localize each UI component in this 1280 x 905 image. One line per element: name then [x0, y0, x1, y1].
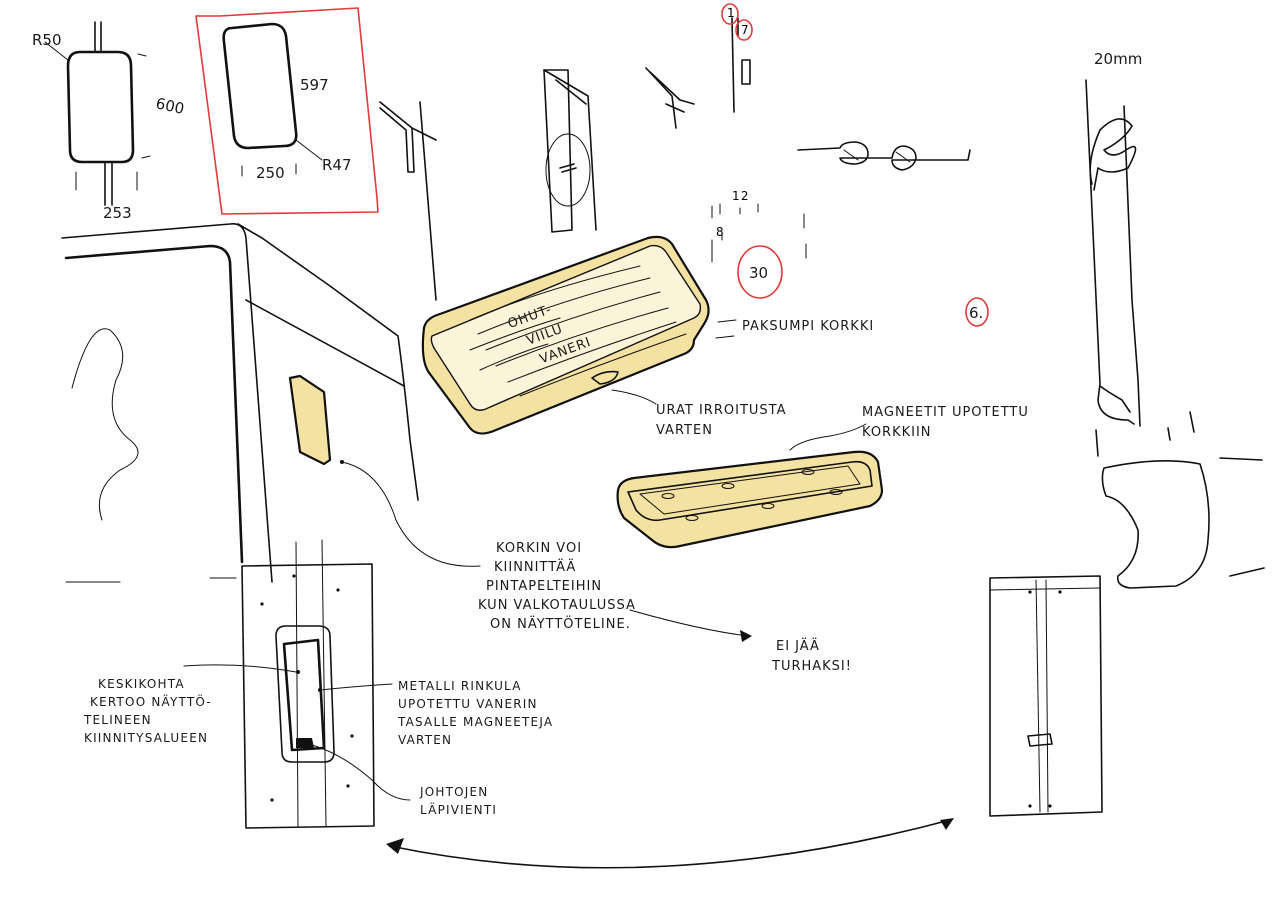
inner-width-label: 250 — [256, 164, 285, 182]
magnet-tray — [616, 423, 884, 549]
cap-attach-leader — [341, 461, 481, 567]
not-useless-note: EI JÄÄ TURHAKSI! — [771, 638, 852, 674]
grooves-line-1: URAT IRROITUSTA — [656, 403, 786, 418]
detail-30-label: 30 — [749, 264, 768, 282]
back-panel — [989, 575, 1103, 817]
detail-8-label: 8 — [716, 225, 725, 239]
swap-arrow — [386, 818, 954, 869]
cap-attach-line-2: KIINNITTÄÄ — [494, 559, 576, 575]
center-point-line-1: KESKIKOHTA — [98, 677, 185, 691]
metal-ring-line-3: TASALLE MAGNEETEJA — [397, 715, 553, 729]
cap-attach-line-3: PINTAPELTEIHIN — [486, 579, 602, 594]
cap-attach-line-5: ON NÄYTTÖTELINE. — [490, 615, 631, 632]
outer-width-label: 253 — [103, 204, 132, 222]
center-point-line-4: KIINNITYSALUEEN — [84, 731, 208, 745]
center-point-note: KESKIKOHTA KERTOO NÄYTTÖ- TELINEEN KIINN… — [83, 677, 212, 745]
not-useless-line-2: TURHAKSI! — [771, 659, 852, 674]
wall-profile: 20mm — [1085, 50, 1265, 589]
grooves-line-2: VARTEN — [656, 423, 713, 438]
inner-height-label: 597 — [300, 76, 329, 94]
cap-attach-line-1: KORKIN VOI — [496, 541, 582, 556]
cable-pass-line-1: JOHTOJEN — [419, 785, 488, 799]
inner-radius-label: R47 — [322, 156, 352, 174]
cable-pass-note: JOHTOJEN LÄPIVIENTI — [419, 785, 497, 817]
plywood-panel — [183, 539, 411, 829]
profile-sketches: 1 7 12 8 30 6. — [379, 3, 989, 327]
thicker-cap-label: PAKSUMPI KORKKI — [742, 319, 874, 334]
wall-corner — [61, 222, 419, 583]
depth-label-7: 7 — [741, 23, 750, 37]
metal-ring-line-4: VARTEN — [398, 733, 452, 747]
not-useless-line-1: EI JÄÄ — [776, 638, 820, 654]
cap-attach-line-4: KUN VALKOTAULUSSA — [478, 598, 636, 613]
magnets-line-1: MAGNEETIT UPOTETTU — [862, 405, 1029, 420]
grooves-note: URAT IRROITUSTA VARTEN — [656, 403, 786, 438]
metal-ring-note: METALLI RINKULA UPOTETTU VANERIN TASALLE… — [397, 679, 553, 747]
outer-radius-label: R50 — [32, 31, 62, 49]
cap-lid: OHUT- VIILU VANERI — [421, 235, 737, 435]
cap-attach-note: KORKIN VOI KIINNITTÄÄ PINTAPELTEIHIN KUN… — [478, 541, 636, 632]
metal-ring-line-1: METALLI RINKULA — [398, 679, 522, 693]
detail-12-label: 12 — [732, 189, 750, 203]
cable-pass-line-2: LÄPIVIENTI — [420, 802, 497, 817]
inner-panel-drawing: 597 250 R47 — [195, 7, 379, 215]
magnets-note: MAGNEETIT UPOTETTU KORKKIIN — [862, 405, 1029, 440]
depth-label-1: 1 — [727, 6, 736, 20]
profile-width-label: 20mm — [1094, 50, 1142, 68]
metal-ring-line-2: UPOTETTU VANERIN — [398, 697, 538, 711]
center-point-line-2: KERTOO NÄYTTÖ- — [90, 693, 212, 709]
outer-panel-drawing: R50 600 253 — [32, 21, 186, 222]
page-number: 6. — [969, 304, 983, 322]
magnets-line-2: KORKKIIN — [862, 425, 932, 440]
center-point-line-3: TELINEEN — [83, 713, 152, 727]
not-useless-arrow — [629, 609, 752, 642]
outer-height-label: 600 — [154, 94, 186, 118]
